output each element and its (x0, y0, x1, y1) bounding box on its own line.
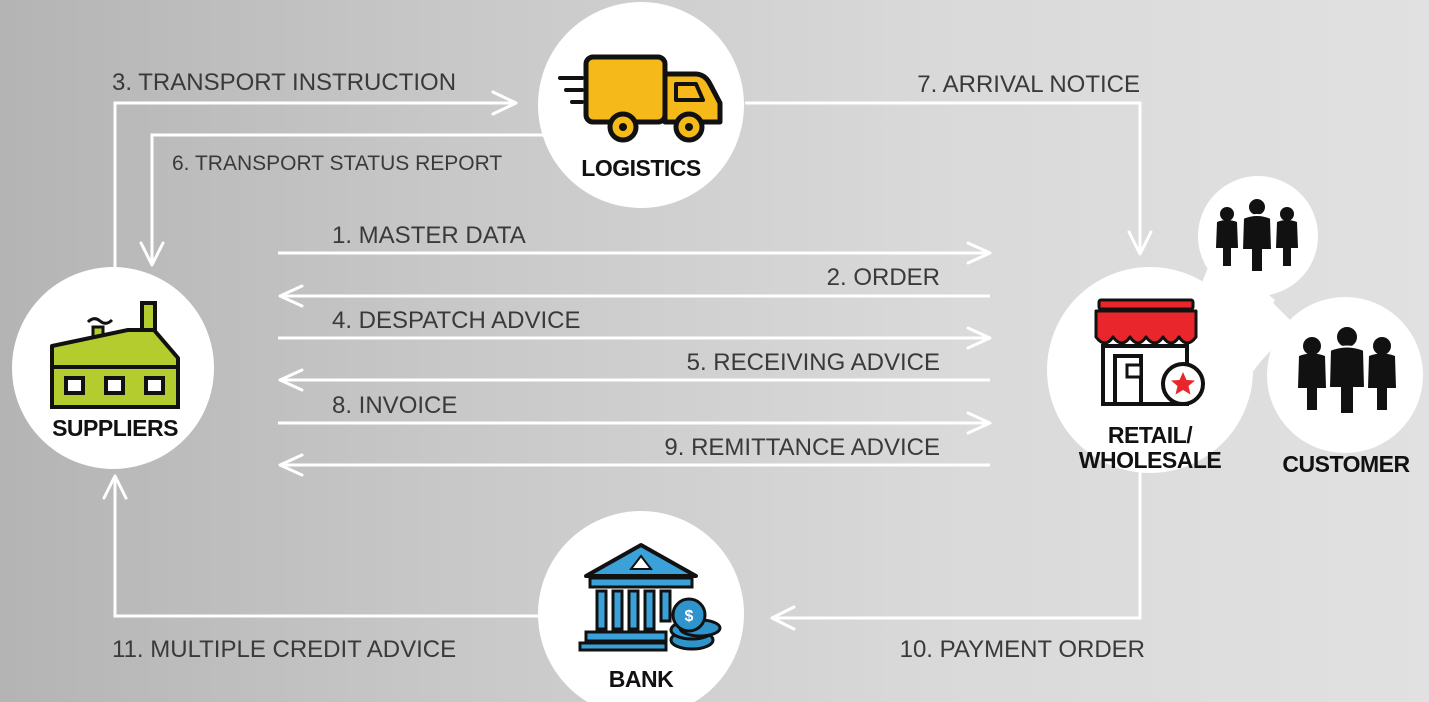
order-arrowhead (278, 284, 304, 308)
remittance-advice-arrowhead (278, 453, 304, 477)
remittance-advice-label: 9. REMITTANCE ADVICE (664, 434, 940, 461)
credit-advice-label: 11. MULTIPLE CREDIT ADVICE (112, 636, 456, 663)
transport-status-line (150, 133, 545, 263)
transport-instruction-line (113, 101, 515, 275)
arrival-notice-arrowhead (1127, 230, 1153, 256)
arrival-notice-line (745, 101, 1142, 252)
receiving-advice-label: 5. RECEIVING ADVICE (687, 349, 940, 376)
connector-lines (102, 90, 1153, 631)
retail-label-line1: RETAIL/ (1108, 422, 1193, 448)
arrival-notice-label: 7. ARRIVAL NOTICE (917, 71, 1140, 98)
master-data-arrowhead (966, 241, 992, 265)
order-label: 2. ORDER (827, 264, 940, 291)
transport-instruction-arrowhead (491, 90, 518, 116)
despatch-advice-arrowhead (966, 326, 992, 350)
people-group-icon-small (1216, 197, 1298, 273)
bank-building-icon (578, 543, 698, 652)
transport-instruction-label: 3. TRANSPORT INSTRUCTION (112, 69, 456, 96)
flow-labels: 3. TRANSPORT INSTRUCTION 6. TRANSPORT ST… (112, 69, 1145, 663)
truck-icon (558, 54, 723, 143)
logistics-node: LOGISTICS (538, 2, 744, 208)
factory-icon (50, 301, 180, 409)
suppliers-label: SUPPLIERS (52, 415, 178, 441)
customer-label: CUSTOMER (1282, 451, 1410, 477)
invoice-label: 8. INVOICE (332, 392, 457, 419)
suppliers-node: SUPPLIERS (12, 267, 214, 469)
credit-advice-line (113, 478, 542, 618)
transport-status-label: 6. TRANSPORT STATUS REPORT (172, 152, 502, 175)
payment-order-arrowhead (770, 605, 796, 631)
people-group-icon (1298, 325, 1396, 415)
coins-icon: $ (669, 597, 722, 651)
storefront-icon (1094, 298, 1205, 406)
retail-customer-node: RETAIL/ WHOLESALE CUSTOMER (1047, 176, 1423, 477)
retail-label-line2: WHOLESALE (1079, 447, 1222, 473)
credit-advice-arrowhead (102, 474, 128, 500)
payment-order-label: 10. PAYMENT ORDER (900, 636, 1145, 663)
receiving-advice-arrowhead (278, 368, 304, 392)
payment-order-line (772, 470, 1142, 620)
bank-node: $ BANK (538, 511, 744, 702)
transport-status-arrowhead (139, 241, 165, 267)
svg-text:$: $ (685, 608, 694, 625)
master-data-label: 1. MASTER DATA (332, 222, 526, 249)
logistics-label: LOGISTICS (581, 155, 701, 181)
bank-label: BANK (609, 666, 674, 692)
invoice-arrowhead (966, 411, 992, 435)
despatch-advice-label: 4. DESPATCH ADVICE (332, 307, 581, 334)
